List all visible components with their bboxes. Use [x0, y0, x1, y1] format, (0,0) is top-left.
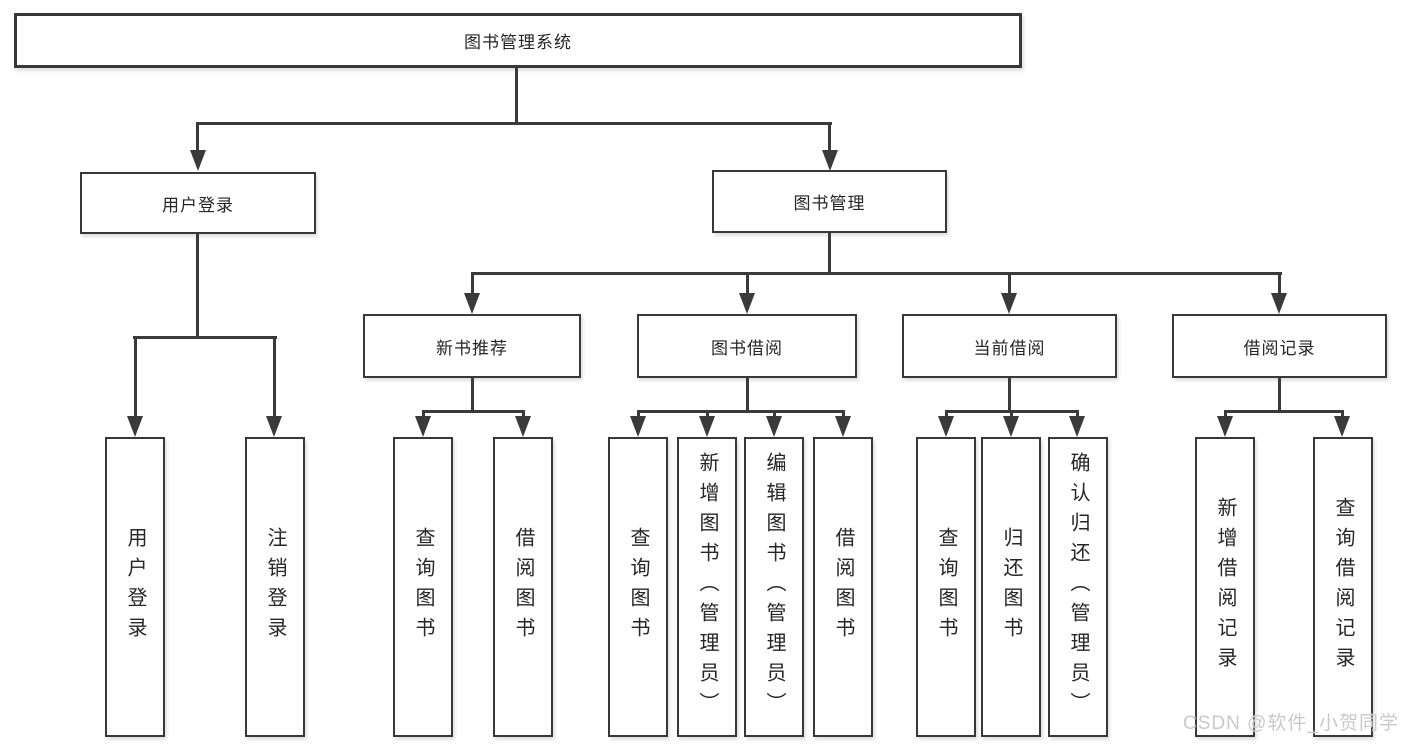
- node-current-borrowing: 当前借阅: [902, 314, 1117, 378]
- connector-drop: [637, 410, 640, 419]
- node-book-management-label: 图书管理: [793, 194, 866, 213]
- arrowhead-down-icon: [1001, 293, 1017, 314]
- leaf-recommend-query-books: 查询图书: [393, 437, 453, 737]
- leaf-logout-label: 注销登录: [264, 527, 286, 647]
- connector-group-stem: [746, 378, 749, 412]
- connector-group-stem: [1278, 378, 1281, 412]
- leaf-current-confirm-return-admin: 确认归还（管理员）: [1048, 437, 1108, 737]
- connector-drop: [1076, 410, 1079, 419]
- arrowhead-down-icon: [835, 416, 851, 437]
- connector-book-mgmt-branch: [471, 272, 1282, 275]
- leaf-recommend-borrow-books: 借阅图书: [493, 437, 553, 737]
- arrowhead-down-icon: [739, 293, 755, 314]
- connector-drop: [522, 410, 525, 419]
- leaf-borrowing-query-books: 查询图书: [608, 437, 668, 737]
- leaf-current-return-books-label: 归还图书: [1000, 527, 1022, 647]
- arrowhead-down-icon: [1069, 416, 1085, 437]
- connector-drop: [1008, 272, 1011, 296]
- node-current-borrowing-label: 当前借阅: [973, 338, 1046, 358]
- connector-drop: [1341, 410, 1344, 419]
- arrowhead-down-icon: [266, 416, 282, 437]
- connector-drop: [746, 272, 749, 296]
- leaf-current-return-books: 归还图书: [981, 437, 1041, 737]
- leaf-records-add-record-label: 新增借阅记录: [1214, 497, 1236, 677]
- leaf-borrowing-borrow-books-label: 借阅图书: [832, 527, 854, 647]
- arrowhead-down-icon: [1334, 416, 1350, 437]
- connector-drop: [471, 272, 474, 296]
- leaf-borrowing-query-books-label: 查询图书: [627, 527, 649, 647]
- arrowhead-down-icon: [699, 416, 715, 437]
- leaf-borrowing-borrow-books: 借阅图书: [813, 437, 873, 737]
- connector-drop: [422, 410, 425, 419]
- node-user-login: 用户登录: [80, 172, 316, 234]
- node-borrowing-records-label: 借阅记录: [1243, 338, 1316, 358]
- arrowhead-down-icon: [515, 416, 531, 437]
- node-user-login-label: 用户登录: [162, 195, 234, 215]
- connector-drop: [196, 122, 199, 154]
- leaf-current-query-books-label: 查询图书: [935, 527, 957, 647]
- node-book-management: 图书管理: [712, 170, 947, 233]
- arrowhead-down-icon: [766, 416, 782, 437]
- arrowhead-down-icon: [630, 416, 646, 437]
- arrowhead-down-icon: [190, 150, 206, 171]
- connector-book-mgmt-stem: [828, 233, 831, 274]
- connector-group-branch: [637, 410, 844, 413]
- connector-user-login-branch: [133, 336, 277, 339]
- connector-drop: [706, 410, 709, 419]
- leaf-borrowing-edit-books-admin-label: 编辑图书（管理员）: [763, 452, 785, 722]
- connector-drop: [828, 122, 831, 154]
- leaf-current-query-books: 查询图书: [916, 437, 976, 737]
- leaf-logout: 注销登录: [245, 437, 305, 737]
- connector-user-login-stem: [196, 234, 199, 338]
- leaf-records-query-record: 查询借阅记录: [1313, 437, 1373, 737]
- connector-drop: [945, 410, 948, 419]
- connector-drop: [273, 336, 276, 418]
- arrowhead-down-icon: [822, 150, 838, 171]
- connector-drop: [842, 410, 845, 419]
- connector-drop: [134, 336, 137, 418]
- node-library-system: 图书管理系统: [14, 13, 1022, 68]
- leaf-recommend-borrow-books-label: 借阅图书: [512, 527, 534, 647]
- arrowhead-down-icon: [127, 416, 143, 437]
- leaf-current-confirm-return-admin-label: 确认归还（管理员）: [1067, 452, 1089, 722]
- arrowhead-down-icon: [938, 416, 954, 437]
- arrowhead-down-icon: [1003, 416, 1019, 437]
- arrowhead-down-icon: [415, 416, 431, 437]
- connector-group-branch: [422, 410, 524, 413]
- node-new-book-recommend-label: 新书推荐: [436, 338, 508, 358]
- connector-group-stem: [1008, 378, 1011, 412]
- node-book-borrowing: 图书借阅: [637, 314, 857, 378]
- leaf-borrowing-add-books-admin-label: 新增图书（管理员）: [696, 452, 718, 722]
- node-new-book-recommend: 新书推荐: [363, 314, 581, 378]
- connector-drop: [1010, 410, 1013, 419]
- node-book-borrowing-label: 图书借阅: [711, 338, 783, 358]
- connector-root-branch: [196, 122, 832, 125]
- leaf-user-login: 用户登录: [105, 437, 165, 737]
- leaf-records-add-record: 新增借阅记录: [1195, 437, 1255, 737]
- leaf-records-query-record-label: 查询借阅记录: [1332, 497, 1354, 677]
- connector-group-branch: [1224, 410, 1344, 413]
- csdn-watermark: CSDN @软件_小贺同学: [1183, 713, 1399, 734]
- connector-drop: [1224, 410, 1227, 419]
- arrowhead-down-icon: [1271, 293, 1287, 314]
- connector-root-stem: [515, 68, 518, 124]
- leaf-user-login-label: 用户登录: [124, 527, 146, 647]
- leaf-recommend-query-books-label: 查询图书: [412, 527, 434, 647]
- connector-drop: [1278, 272, 1281, 296]
- connector-drop: [773, 410, 776, 419]
- connector-group-stem: [471, 378, 474, 412]
- leaf-borrowing-edit-books-admin: 编辑图书（管理员）: [744, 437, 804, 737]
- leaf-borrowing-add-books-admin: 新增图书（管理员）: [677, 437, 737, 737]
- node-library-system-label: 图书管理系统: [464, 33, 572, 52]
- node-borrowing-records: 借阅记录: [1172, 314, 1387, 378]
- arrowhead-down-icon: [464, 293, 480, 314]
- arrowhead-down-icon: [1217, 416, 1233, 437]
